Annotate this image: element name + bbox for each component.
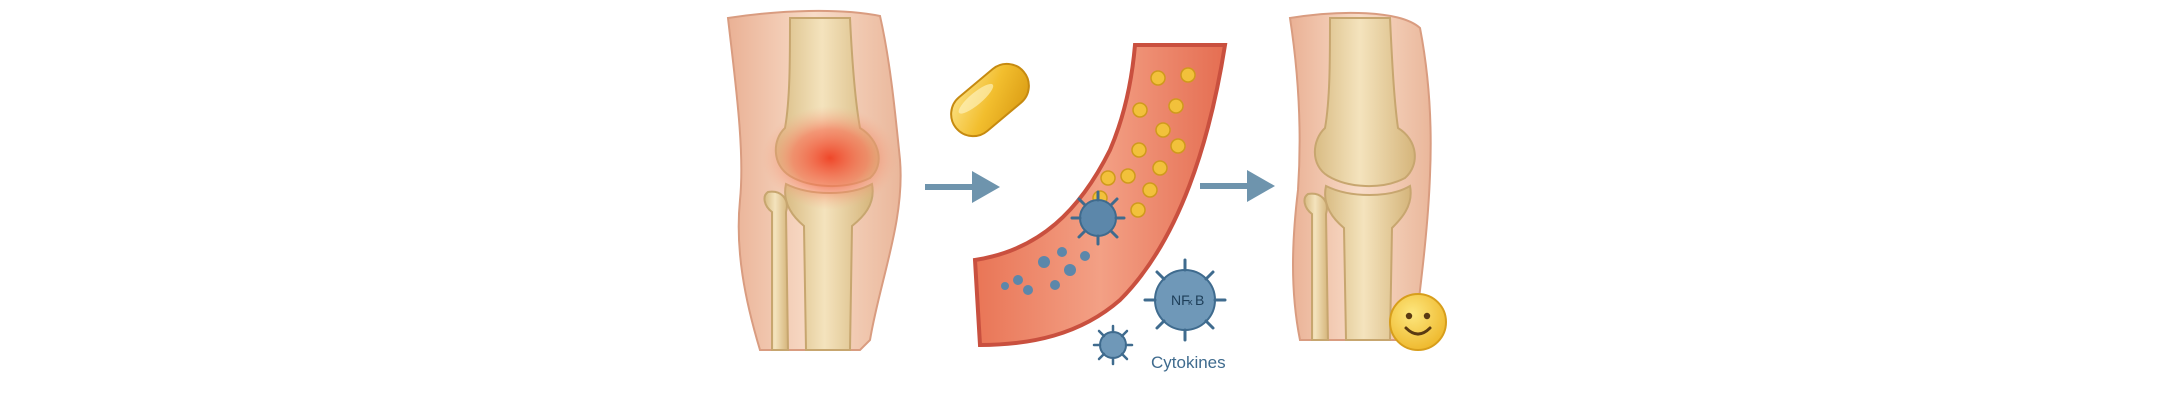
blood-vessel-icon [972, 43, 1228, 348]
cell [1013, 275, 1023, 285]
cell [1038, 256, 1050, 268]
femur-bone [1313, 17, 1416, 187]
fibula-bone [1303, 192, 1330, 341]
particle [1130, 202, 1146, 218]
inflamed-knee-icon [726, 9, 902, 351]
particle [1120, 168, 1136, 184]
cell [1057, 247, 1067, 257]
inflammation-glow [762, 106, 898, 210]
cytokine-icon: NF κ B [1143, 258, 1227, 342]
particle [1100, 170, 1116, 186]
nfkb-label-suffix: B [1195, 292, 1204, 308]
particle [1170, 138, 1186, 154]
cytokine-icon [1092, 324, 1134, 366]
fibula-bone [763, 190, 790, 351]
arrow-right-icon [925, 171, 1000, 203]
cell [1064, 264, 1076, 276]
cell [1001, 282, 1009, 290]
nfkb-label-kappa: κ [1188, 297, 1193, 307]
cell [1023, 285, 1033, 295]
arrow-right-icon [1200, 170, 1275, 202]
particle [1168, 98, 1184, 114]
particle [1155, 122, 1171, 138]
cell [1050, 280, 1060, 290]
smiley-icon [1389, 293, 1447, 351]
nfkb-label-prefix: NF [1171, 292, 1190, 308]
particle [1150, 70, 1166, 86]
particle [1142, 182, 1158, 198]
healthy-knee-icon [1288, 11, 1432, 341]
particle [1131, 142, 1147, 158]
capsule-icon [950, 62, 1030, 138]
particle [1132, 102, 1148, 118]
immune-cells [1001, 247, 1090, 295]
particle [1152, 160, 1168, 176]
particle [1180, 67, 1196, 83]
tibia-bone [1324, 184, 1412, 341]
cytokine-icon [1070, 190, 1126, 246]
cell [1080, 251, 1090, 261]
cytokines-label: Cytokines [1151, 353, 1226, 372]
